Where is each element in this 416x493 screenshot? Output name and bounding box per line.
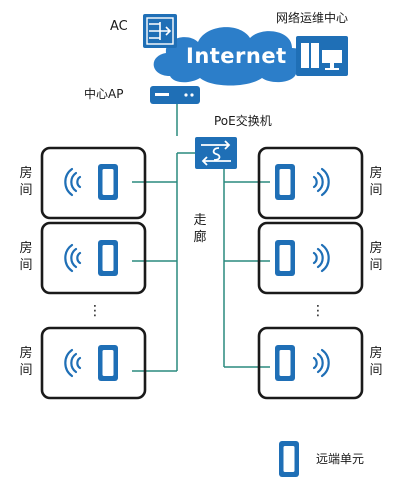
room-frames [40,146,364,400]
remote-unit-right-3 [275,345,330,381]
room-frame-right-1 [257,146,364,220]
central-ap-label: 中心AP [84,87,124,101]
room-label-left-1: 房间 [19,166,33,198]
ops-center-icon [296,36,348,76]
remote-unit-right-1 [275,164,330,200]
corridor-label: 走廊 [193,213,207,245]
remote-unit-right-2 [275,240,330,276]
links [132,104,270,372]
room-frame-left-2 [40,221,147,295]
remote-unit-left-3 [64,345,118,381]
poe-switch-label: PoE交换机 [214,114,272,128]
ac-label: AC [110,19,128,34]
room-label-right-1: 房间 [369,166,383,198]
room-label-left-3: 房间 [19,346,33,378]
ellipsis-right: ⋮ [311,303,325,319]
ac-controller-icon [143,14,177,48]
room-label-right-3: 房间 [369,346,383,378]
room-frame-left-1 [40,146,147,220]
internet-cloud [153,27,307,86]
room-frame-right-3 [257,326,364,400]
room-frame-right-2 [257,221,364,295]
remote-unit-left-1 [64,164,118,200]
legend-remote-unit-label: 远端单元 [316,452,365,466]
poe-switch-icon [195,137,237,169]
room-label-right-2: 房间 [369,241,383,273]
central-ap-icon [150,86,200,104]
room-frame-left-3 [40,326,147,400]
legend-remote-unit-icon [279,441,299,477]
ops-center-label: 网络运维中心 [276,11,349,25]
ellipsis-left: ⋮ [88,303,102,319]
remote-unit-left-2 [64,240,118,276]
room-label-left-2: 房间 [19,241,33,273]
internet-label: Internet [186,44,287,68]
